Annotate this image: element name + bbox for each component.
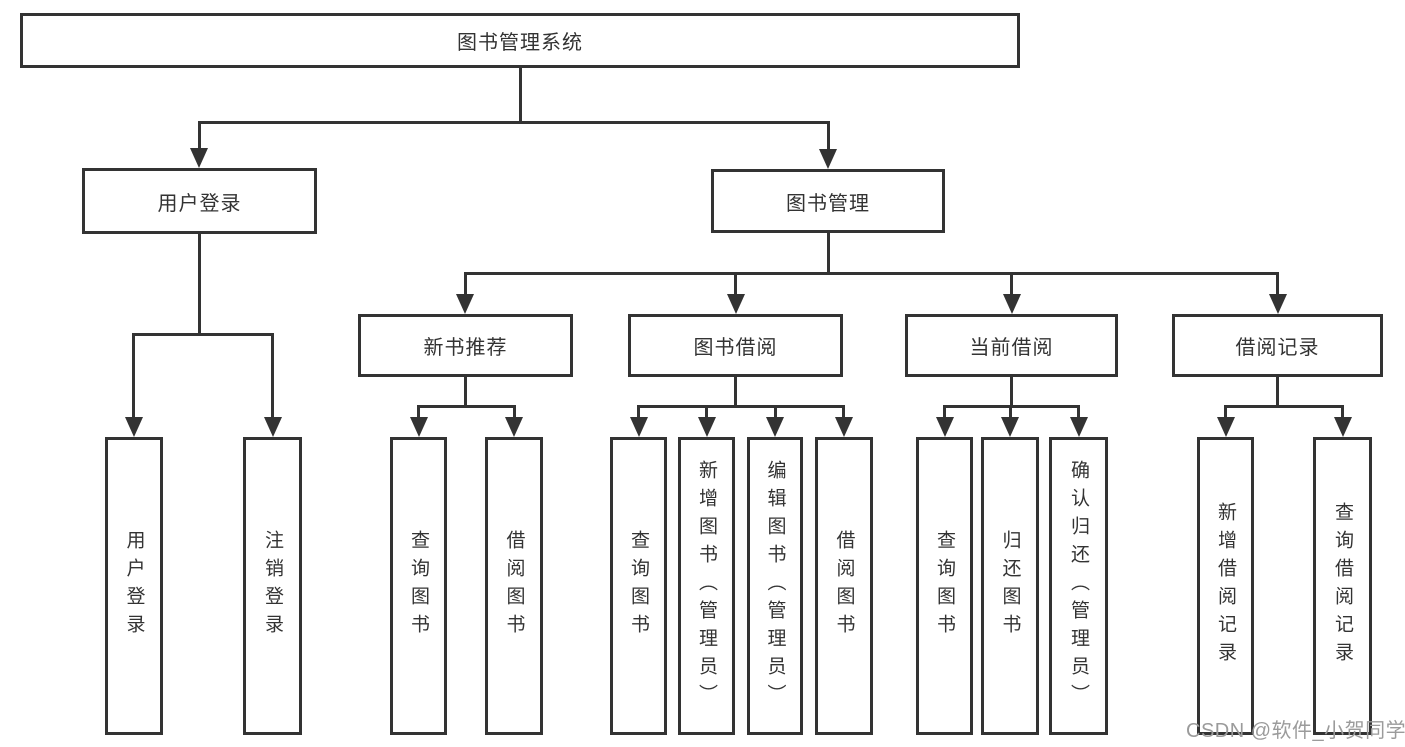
- arrow-down-icon: [456, 294, 474, 314]
- connector-stub: [1010, 272, 1013, 296]
- connector-stub: [827, 121, 830, 149]
- leaf-return-books: 归还图书: [981, 437, 1039, 735]
- connector-rail: [198, 121, 830, 124]
- connector-stub: [943, 405, 946, 419]
- leaf-query-borrow-record: 查询借阅记录: [1313, 437, 1372, 735]
- arrow-down-icon: [125, 417, 143, 437]
- leaf-edit-books-admin: 编辑图书（管理员）: [747, 437, 803, 735]
- node-label: 用户登录: [123, 530, 145, 642]
- node-new-book-recommend: 新书推荐: [358, 314, 573, 377]
- node-label: 图书管理: [786, 192, 870, 215]
- connector-stub: [637, 405, 640, 419]
- connector-rail: [637, 405, 845, 408]
- leaf-add-borrow-record: 新增借阅记录: [1197, 437, 1254, 735]
- connector-stub: [1341, 405, 1344, 419]
- node-library-management-system: 图书管理系统: [20, 13, 1020, 68]
- node-borrow-records: 借阅记录: [1172, 314, 1383, 377]
- leaf-user-login: 用户登录: [105, 437, 163, 735]
- connector-stem: [1010, 377, 1013, 408]
- connector-stem: [464, 377, 467, 408]
- connector-stub: [132, 333, 135, 419]
- node-label: 借阅记录: [1235, 337, 1320, 359]
- connector-stub: [464, 272, 467, 296]
- node-label: 新增借阅记录: [1215, 502, 1236, 670]
- node-label: 注销登录: [262, 530, 283, 642]
- node-current-borrow: 当前借阅: [905, 314, 1118, 377]
- leaf-add-books-admin: 新增图书（管理员）: [678, 437, 735, 735]
- node-label: 用户登录: [157, 192, 242, 215]
- node-book-borrow: 图书借阅: [628, 314, 843, 377]
- node-label: 新增图书（管理员）: [696, 460, 717, 712]
- node-label: 归还图书: [999, 530, 1021, 642]
- arrow-down-icon: [936, 417, 954, 437]
- connector-rail: [464, 272, 1279, 275]
- arrow-down-icon: [1003, 294, 1021, 314]
- arrow-down-icon: [835, 417, 853, 437]
- leaf-confirm-return-admin: 确认归还（管理员）: [1049, 437, 1108, 735]
- leaf-query-books-borrow: 查询图书: [610, 437, 667, 735]
- connector-stub: [1009, 405, 1012, 419]
- node-label: 借阅图书: [503, 530, 525, 642]
- leaf-query-books-current: 查询图书: [916, 437, 973, 735]
- node-user-login: 用户登录: [82, 168, 317, 234]
- connector-stub: [774, 405, 777, 419]
- connector-stub: [842, 405, 845, 419]
- node-label: 编辑图书（管理员）: [764, 460, 786, 712]
- node-label: 新书推荐: [423, 337, 508, 359]
- connector-stub: [1077, 405, 1080, 419]
- connector-rail: [417, 405, 516, 408]
- connector-stub: [1276, 272, 1279, 296]
- connector-stub: [198, 121, 201, 149]
- leaf-borrow-books-recommend: 借阅图书: [485, 437, 543, 735]
- arrow-down-icon: [1001, 417, 1019, 437]
- connector-stem: [519, 68, 522, 124]
- connector-stem: [198, 234, 201, 336]
- connector-stub: [1224, 405, 1227, 419]
- arrow-down-icon: [410, 417, 428, 437]
- node-label: 查询图书: [934, 530, 955, 642]
- connector-stub: [271, 333, 274, 419]
- arrow-down-icon: [1217, 417, 1235, 437]
- leaf-query-books-recommend: 查询图书: [390, 437, 447, 735]
- arrow-down-icon: [1269, 294, 1287, 314]
- arrow-down-icon: [819, 149, 837, 169]
- node-label: 图书管理系统: [457, 32, 583, 54]
- node-label: 当前借阅: [969, 337, 1054, 359]
- arrow-down-icon: [1070, 417, 1088, 437]
- connector-stub: [513, 405, 516, 419]
- connector-stem: [827, 233, 830, 275]
- arrow-down-icon: [698, 417, 716, 437]
- connector-stub: [705, 405, 708, 419]
- arrow-down-icon: [190, 148, 208, 168]
- arrow-down-icon: [505, 417, 523, 437]
- connector-stem: [1276, 377, 1279, 408]
- node-label: 借阅图书: [833, 530, 855, 642]
- connector-rail: [1224, 405, 1344, 408]
- connector-stub: [417, 405, 420, 419]
- csdn-watermark: CSDN @软件_小贺同学: [1186, 720, 1405, 742]
- arrow-down-icon: [727, 294, 745, 314]
- node-book-management: 图书管理: [711, 169, 945, 233]
- node-label: 确认归还（管理员）: [1068, 460, 1089, 712]
- arrow-down-icon: [1334, 417, 1352, 437]
- node-label: 查询图书: [408, 530, 429, 642]
- connector-stem: [734, 377, 737, 408]
- connector-stub: [734, 272, 737, 296]
- arrow-down-icon: [264, 417, 282, 437]
- leaf-logout: 注销登录: [243, 437, 302, 735]
- arrow-down-icon: [766, 417, 784, 437]
- node-label: 查询图书: [628, 530, 649, 642]
- leaf-borrow-books: 借阅图书: [815, 437, 873, 735]
- node-label: 查询借阅记录: [1332, 502, 1353, 670]
- connector-rail: [132, 333, 274, 336]
- arrow-down-icon: [630, 417, 648, 437]
- node-label: 图书借阅: [693, 337, 778, 359]
